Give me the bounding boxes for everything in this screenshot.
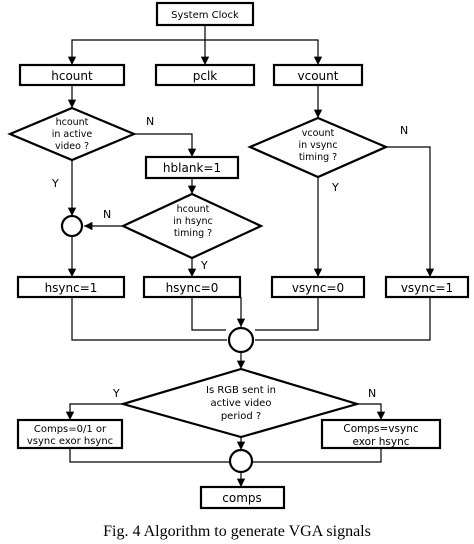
hblank-box: hblank=1: [144, 155, 240, 180]
comps-left-line-2: vsync exor hsync: [27, 436, 113, 447]
comps-left-box: Comps=0/1 or vsync exor hsync: [16, 418, 124, 450]
comps-right-box: Comps=vsync exor hsync: [320, 418, 442, 450]
branch-label-y-4: Y: [112, 387, 120, 400]
decision-1-line-1: hcount: [56, 117, 89, 128]
branch-label-y-2: Y: [200, 259, 208, 272]
merge-circle-hsync: [60, 214, 84, 238]
comps-box: comps: [199, 485, 286, 510]
figure-caption: Fig. 4 Algorithm to generate VGA signals: [103, 523, 371, 540]
merge-circle-comps: [228, 448, 254, 474]
hblank-label: hblank=1: [163, 161, 221, 175]
decision-3-line-2: in vsync: [298, 140, 337, 151]
hsync-1-box: hsync=1: [16, 275, 126, 299]
decision-hcount-hsync-timing: hcount in hsync timing ?: [120, 192, 264, 260]
comps-right-line-1: Comps=vsync: [343, 423, 418, 435]
comps-label: comps: [222, 491, 262, 505]
connectors: [65, 25, 435, 487]
branch-label-n-4: N: [368, 387, 376, 400]
hsync-1-label: hsync=1: [45, 281, 98, 295]
merge-circle-sync: [227, 326, 255, 354]
decision-4-line-2: active video: [211, 398, 272, 409]
vcount-box: vcount: [272, 63, 364, 87]
hcount-label: hcount: [51, 69, 93, 83]
decision-2-line-2: in hsync: [173, 216, 213, 227]
comps-right-line-2: exor hsync: [352, 436, 409, 448]
vsync-1-label: vsync=1: [401, 281, 453, 295]
decision-2-line-1: hcount: [177, 204, 210, 215]
comps-left-line-1: Comps=0/1 or: [34, 424, 107, 435]
branch-label-n-2: N: [103, 208, 111, 221]
hsync-0-box: hsync=0: [142, 275, 242, 299]
decision-4-line-1: Is RGB sent in: [206, 385, 276, 396]
decision-4-line-3: period ?: [221, 411, 261, 422]
pclk-box: pclk: [154, 63, 256, 87]
hsync-0-label: hsync=0: [166, 281, 219, 295]
pclk-label: pclk: [193, 69, 218, 83]
vsync-0-label: vsync=0: [292, 281, 344, 295]
decision-2-line-3: timing ?: [174, 228, 212, 239]
branch-label-y-1: Y: [51, 177, 59, 190]
vsync-0-box: vsync=0: [270, 275, 366, 299]
decision-hcount-active-video: hcount in active video ?: [7, 106, 137, 162]
vcount-label: vcount: [298, 69, 339, 83]
vsync-1-box: vsync=1: [384, 275, 470, 299]
system-clock-box: System Clock: [155, 1, 255, 27]
decision-vcount-vsync-timing: vcount in vsync timing ?: [247, 116, 389, 179]
decision-rgb-active-video: Is RGB sent in active video period ?: [119, 367, 361, 439]
branch-label-n-3: N: [400, 124, 408, 137]
hcount-box: hcount: [18, 63, 126, 87]
decision-3-line-1: vcount: [302, 128, 335, 139]
branch-label-n-1: N: [146, 115, 154, 128]
decision-1-line-3: video ?: [55, 141, 89, 152]
branch-label-y-3: Y: [331, 181, 339, 194]
decision-1-line-2: in active: [52, 129, 93, 140]
decision-3-line-3: timing ?: [299, 152, 337, 163]
system-clock-label: System Clock: [171, 10, 239, 21]
